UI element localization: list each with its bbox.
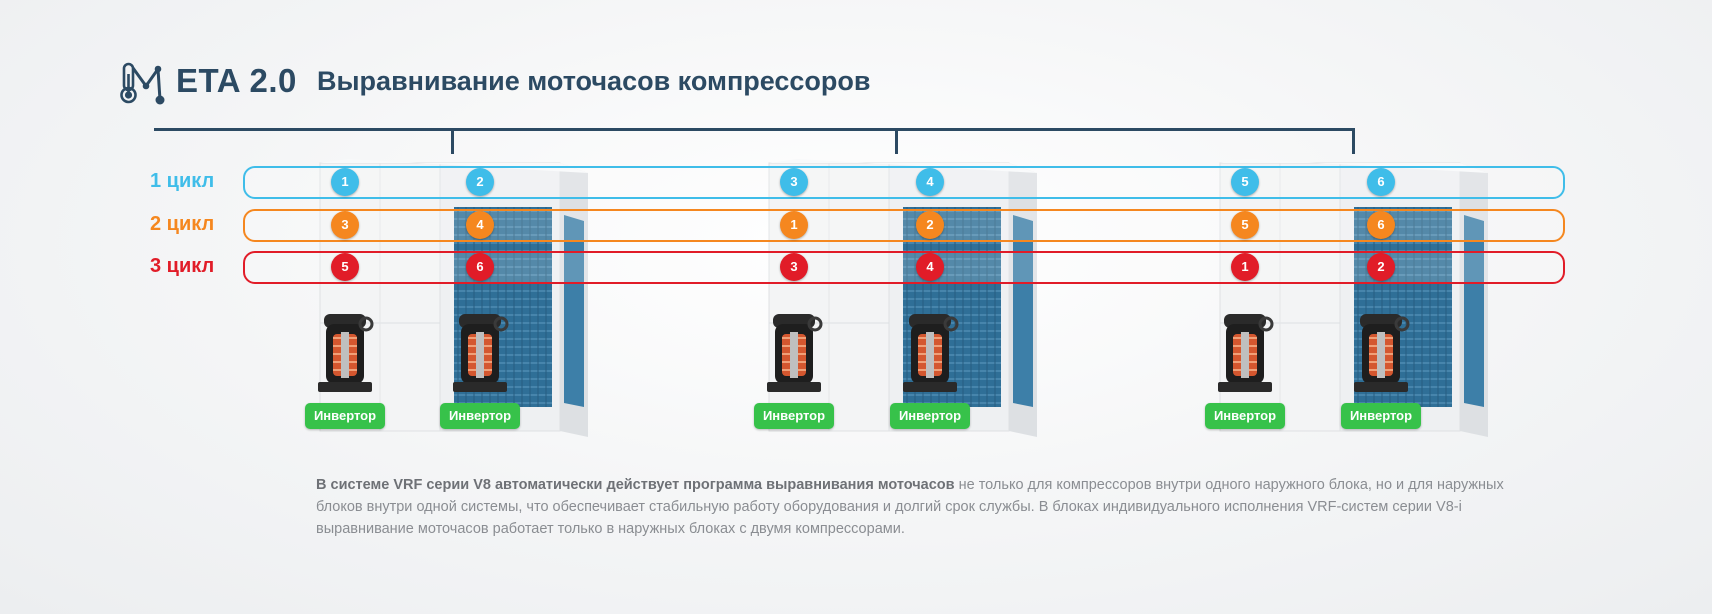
compressor-order-badge: 6 xyxy=(1367,168,1395,196)
bracket-top-line xyxy=(154,128,1355,131)
cycle-row xyxy=(243,166,1565,199)
cycle-label: 3 цикл xyxy=(150,255,215,277)
brand-name: ETA 2.0 xyxy=(176,62,297,99)
inverter-label: Инвертор xyxy=(440,403,520,429)
cycle-label: 1 цикл xyxy=(150,170,215,192)
thermometer-molecule-icon xyxy=(120,62,165,105)
inverter-label: Инвертор xyxy=(754,403,834,429)
compressor-order-badge: 4 xyxy=(916,253,944,281)
compressor-icon xyxy=(1354,314,1410,392)
compressor-order-badge: 2 xyxy=(1367,253,1395,281)
description-paragraph: В системе VRF серии V8 автоматически дей… xyxy=(316,474,1512,540)
inverter-label: Инвертор xyxy=(890,403,970,429)
description-rest: не только для компрессоров внутри одного… xyxy=(316,477,1504,537)
compressor-icon xyxy=(453,314,509,392)
compressor-order-badge: 1 xyxy=(780,211,808,239)
compressor-order-badge: 3 xyxy=(780,253,808,281)
cycle-row xyxy=(243,209,1565,242)
compressor-order-badge: 4 xyxy=(466,211,494,239)
compressor-order-badge: 3 xyxy=(780,168,808,196)
compressor-order-badge: 4 xyxy=(916,168,944,196)
compressor-icon xyxy=(1218,314,1274,392)
compressor-order-badge: 2 xyxy=(916,211,944,239)
compressor-icon xyxy=(767,314,823,392)
cycle-row xyxy=(243,251,1565,284)
inverter-label: Инвертор xyxy=(305,403,385,429)
compressor-icon xyxy=(318,314,374,392)
inverter-label: Инвертор xyxy=(1205,403,1285,429)
compressor-icon xyxy=(903,314,959,392)
cycle-label: 2 цикл xyxy=(150,213,215,235)
compressor-order-badge: 5 xyxy=(1231,168,1259,196)
compressor-order-badge: 2 xyxy=(466,168,494,196)
bracket-drop-2 xyxy=(895,128,898,154)
inverter-label: Инвертор xyxy=(1341,403,1421,429)
bracket-drop-3 xyxy=(1352,128,1355,154)
bracket-drop-1 xyxy=(451,128,454,154)
compressor-order-badge: 1 xyxy=(331,168,359,196)
compressor-order-badge: 6 xyxy=(1367,211,1395,239)
page-title: Выравнивание моточасов компрессоров xyxy=(317,66,871,96)
compressor-order-badge: 6 xyxy=(466,253,494,281)
description-bold: В системе VRF серии V8 автоматически дей… xyxy=(316,477,955,493)
compressor-order-badge: 5 xyxy=(1231,211,1259,239)
compressor-order-badge: 3 xyxy=(331,211,359,239)
compressor-order-badge: 1 xyxy=(1231,253,1259,281)
compressor-order-badge: 5 xyxy=(331,253,359,281)
